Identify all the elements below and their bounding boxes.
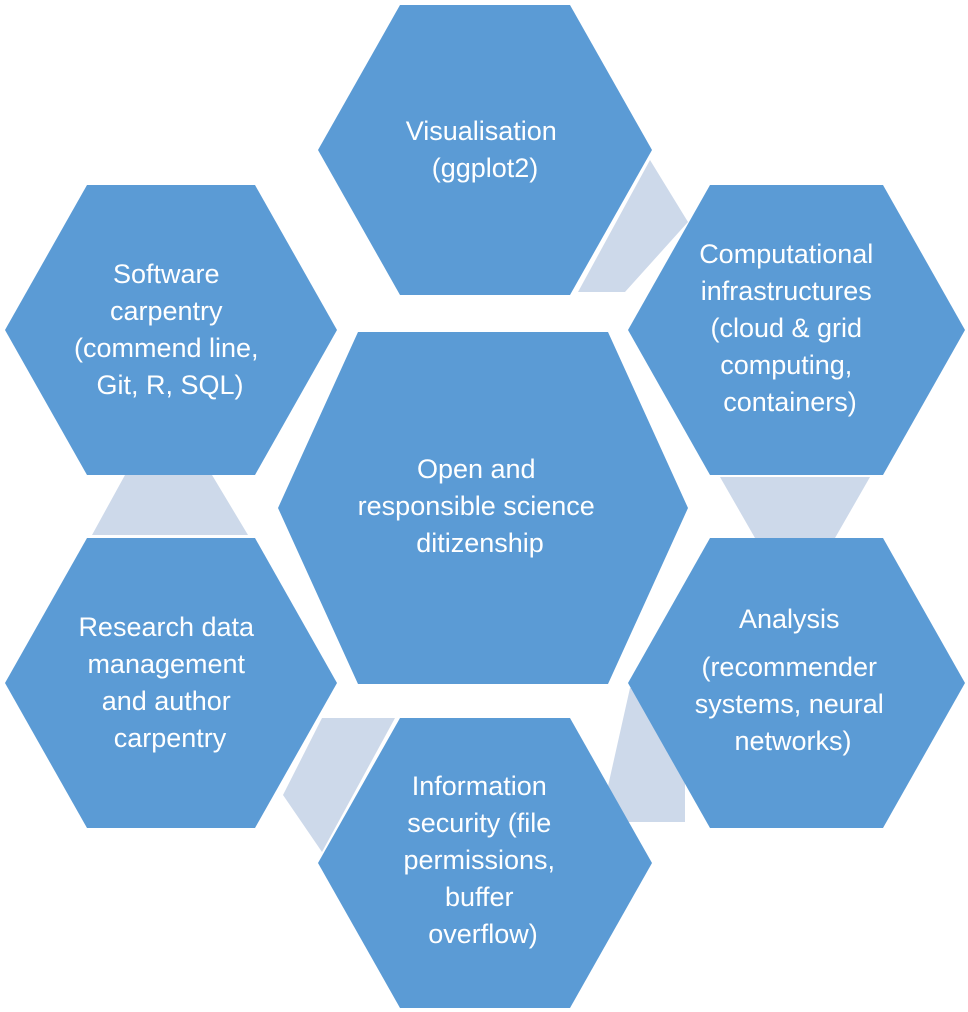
hexagon-software-carpentry <box>5 185 337 475</box>
hexagon-information-security <box>318 718 652 1008</box>
hexagon-analysis <box>628 538 965 828</box>
connector-research-software <box>92 475 248 535</box>
label-center: Open and responsible science ditizenship <box>358 454 603 558</box>
hexagon-research-data-management <box>5 538 337 828</box>
label-software-carpentry: Software carpentry (commend line, Git, R… <box>74 259 266 400</box>
connector-security-research <box>283 718 395 852</box>
hexagons <box>5 5 965 1008</box>
label-information-security: Information security (file permissions, … <box>403 771 562 949</box>
label-research-data-management: Research data management and author carp… <box>78 612 261 753</box>
hexagon-center <box>278 332 688 684</box>
labels: Visualisation (ggplot2) Computational in… <box>74 116 892 949</box>
hexagon-visualisation <box>318 5 652 295</box>
connector-visualisation-computational <box>578 160 688 292</box>
hexagon-computational-infrastructures <box>628 185 965 475</box>
label-analysis: Analysis (recommender systems, neural ne… <box>695 604 892 756</box>
label-computational-infrastructures: Computational infrastructures (cloud & g… <box>699 239 881 417</box>
label-visualisation: Visualisation (ggplot2) <box>406 116 565 183</box>
connector-computational-analysis <box>720 477 870 538</box>
